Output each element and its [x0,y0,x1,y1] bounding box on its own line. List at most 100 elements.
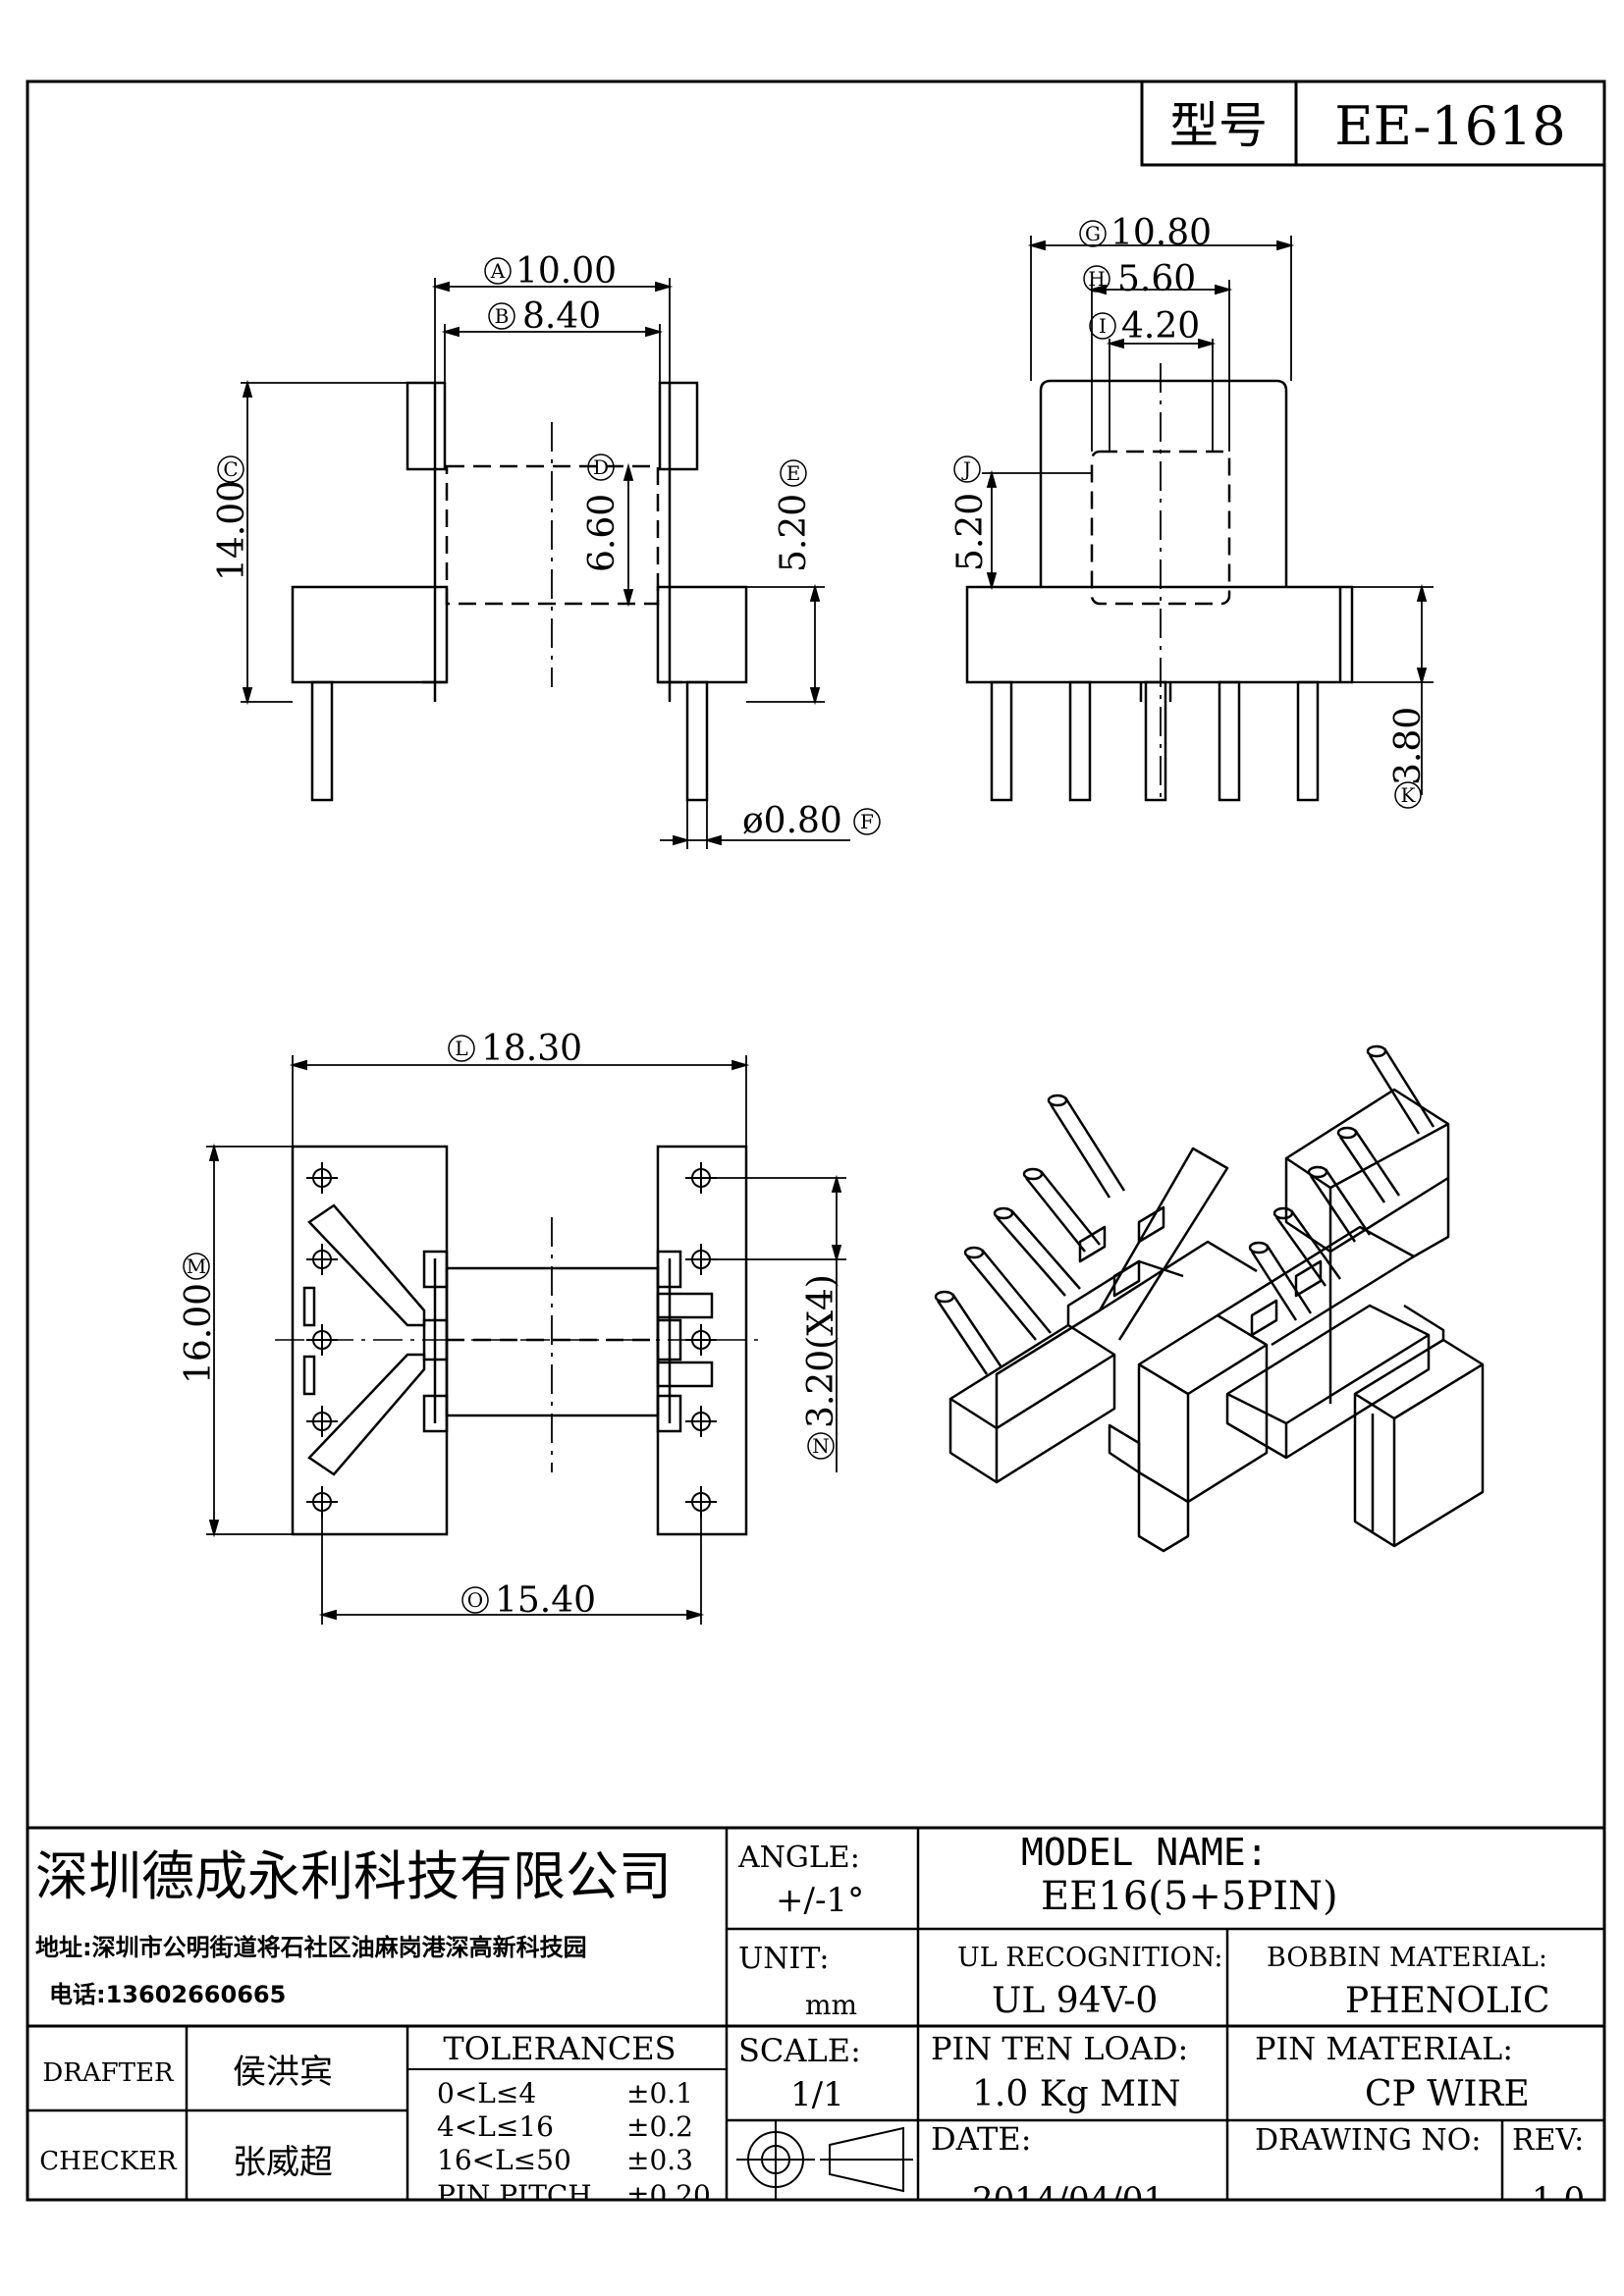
side-view-dimension-labels: G 10.80 H 5.60 I 4.20 J 5.20 3.80 K [950,213,1429,809]
svg-text:15.40: 15.40 [495,1580,596,1621]
svg-text:10.00: 10.00 [515,251,617,292]
svg-text:O: O [467,1588,483,1612]
svg-text:18.30: 18.30 [481,1029,582,1069]
drafter-label: DRAFTER [42,2058,175,2088]
svg-text:8.40: 8.40 [522,296,601,337]
svg-text:14.00: 14.00 [212,480,252,581]
dim-N-label: 3.20(X4) N [801,1274,841,1460]
model-header: 型号 EE-1618 [1140,80,1606,167]
ul-value: UL 94V-0 [992,1981,1158,2021]
tolerance-value: ±0.1 [626,2077,693,2109]
dim-H-label: H 5.60 [1083,259,1196,299]
title-block [27,1826,1604,2200]
title-block-text: 深圳德成永利科技有限公司 地址:深圳市公明街道将石社区油麻岗港深高新科技园 电话… [35,1831,1585,2219]
dim-I-label: I 4.20 [1089,306,1200,347]
pin-material-label: PIN MATERIAL: [1255,2030,1513,2067]
svg-text:5.20: 5.20 [774,494,814,572]
svg-text:N: N [812,1434,830,1458]
drafter-value: 侯洪宾 [233,2053,333,2092]
company-phone: 电话:13602660665 [49,1981,286,2008]
svg-text:C: C [223,457,238,481]
svg-text:10.80: 10.80 [1110,213,1212,253]
bobbin-label: BOBBIN MATERIAL: [1267,1943,1547,1973]
tolerance-range: 0<L≤4 [437,2077,536,2109]
tolerance-value: ±0.2 [626,2110,693,2143]
date-value: 2014/04/01 [972,2180,1164,2219]
svg-text:3.20(X4): 3.20(X4) [801,1274,841,1428]
tolerance-value: ±0.20 [626,2179,711,2212]
rev-value: 1.0 [1532,2180,1585,2219]
tolerance-table: 0<L≤4 ±0.1 4<L≤16 ±0.2 16<L≤50 ±0.3 PIN … [437,2077,711,2212]
scale-value: 1/1 [790,2075,844,2114]
isometric-view [934,1044,1485,1553]
svg-text:K: K [1401,783,1417,807]
scale-label: SCALE: [738,2032,861,2069]
projection-symbol [736,2120,913,2199]
pin-load-label: PIN TEN LOAD: [931,2030,1188,2067]
bottom-view-dimensions [206,1055,846,1625]
front-view [291,381,748,802]
drawing-no-label: DRAWING NO: [1255,2123,1481,2158]
svg-text:4.20: 4.20 [1121,306,1200,347]
model-name-label: MODEL NAME: [1021,1831,1269,1874]
dim-J-label: J 5.20 [950,455,991,571]
svg-text:F: F [860,810,874,833]
svg-text:J: J [961,457,971,481]
angle-value: +/-1° [776,1881,864,1920]
company-address: 地址:深圳市公明街道将石社区油麻岗港深高新科技园 [35,1934,587,1961]
checker-value: 张威超 [233,2143,333,2182]
bottom-view-dimension-labels: L 18.30 M 16.00 3.20(X4) N O 15.40 [179,1029,841,1621]
pin-load-value: 1.0 Kg MIN [972,2074,1181,2114]
dim-O-label: O 15.40 [461,1580,596,1621]
svg-text:D: D [593,455,609,479]
svg-text:3.80: 3.80 [1388,707,1429,785]
svg-text:A: A [490,259,506,283]
svg-text:H: H [1088,267,1105,291]
unit-value: mm [805,1989,857,2021]
model-header-value: EE-1618 [1334,95,1566,157]
pin-material-value: CP WIRE [1365,2074,1530,2114]
svg-text:6.60: 6.60 [582,494,623,572]
side-view-dimensions [982,236,1434,795]
svg-text:16.00: 16.00 [179,1283,219,1384]
front-view-dimensions [241,278,850,849]
tolerance-range: PIN PITCH [437,2179,592,2212]
ul-label: UL RECOGNITION: [957,1943,1223,1973]
side-view [965,363,1354,805]
svg-text:I: I [1099,314,1107,338]
angle-label: ANGLE: [737,1841,860,1875]
bottom-view-pin-holes [306,1162,717,1518]
front-view-dimension-labels: A 10.00 B 8.40 C 14.00 D 6.60 E 5.20 ø0.… [212,251,881,841]
dim-F-label: ø0.80 F [742,801,881,841]
tolerances-title: TOLERANCES [443,2030,676,2067]
tolerance-range: 4<L≤16 [437,2110,554,2143]
date-label: DATE: [931,2120,1032,2158]
tolerance-value: ±0.3 [626,2144,693,2176]
svg-text:ø0.80: ø0.80 [742,801,842,841]
dim-K-label: 3.80 K [1388,707,1429,809]
dim-B-label: B 8.40 [488,296,601,337]
bottom-view [275,1145,766,1536]
tolerance-range: 16<L≤50 [437,2144,571,2176]
model-name-value: EE16(5+5PIN) [1041,1874,1338,1919]
dim-L-label: L 18.30 [448,1029,582,1069]
dim-E-label: E 5.20 [774,459,814,572]
svg-text:G: G [1085,222,1101,245]
dim-D-label: D 6.60 [582,454,623,572]
dim-A-label: A 10.00 [484,251,617,292]
checker-label: CHECKER [39,2147,178,2176]
svg-text:B: B [495,304,510,328]
rev-label: REV: [1512,2123,1584,2158]
svg-text:5.20: 5.20 [950,493,991,571]
sheet-border [26,80,1606,2202]
unit-label: UNIT: [738,1942,829,1976]
svg-text:E: E [786,461,801,485]
svg-text:5.60: 5.60 [1117,259,1196,299]
dim-M-label: M 16.00 [179,1253,219,1384]
model-header-label: 型号 [1169,97,1268,154]
svg-text:M: M [187,1255,206,1278]
dim-G-label: G 10.80 [1079,213,1212,253]
bobbin-value: PHENOLIC [1345,1981,1550,2021]
dim-C-label: C 14.00 [212,455,252,581]
